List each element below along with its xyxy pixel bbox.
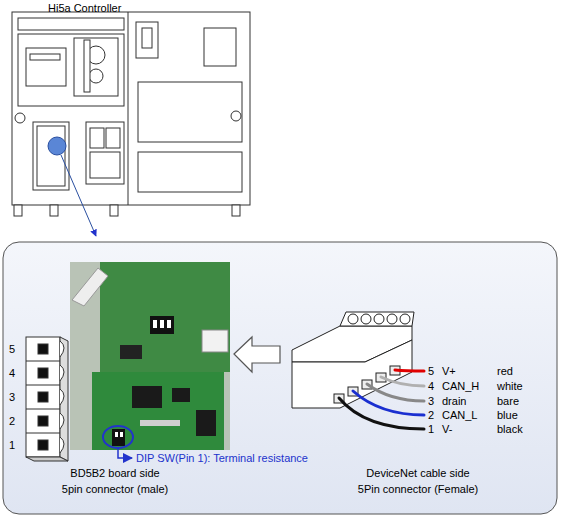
connector-caption: 5Pin connector (Female)	[358, 482, 478, 496]
pin-number: 1	[428, 422, 434, 436]
board-photo	[70, 262, 230, 450]
connector-caption: 5pin connector (male)	[62, 482, 168, 496]
wire-color: black	[497, 422, 523, 436]
connector-caption: DeviceNet cable side	[366, 466, 469, 480]
signal-name: V+	[442, 364, 456, 378]
cable-wires	[339, 370, 424, 429]
direction-arrow	[234, 337, 280, 372]
dip-leader	[118, 448, 132, 458]
pin-number: 2	[9, 414, 15, 428]
signal-name: CAN_H	[442, 379, 479, 393]
pin-number: 2	[428, 408, 434, 422]
wire-color: red	[497, 364, 513, 378]
connector-caption: BD5B2 board side	[70, 466, 159, 480]
pin-number: 1	[9, 438, 15, 452]
signal-name: V-	[442, 422, 452, 436]
leader-line	[61, 155, 96, 236]
female-connector	[292, 312, 414, 408]
callout-note: DIP SW(Pin 1): Terminal resistance	[136, 451, 308, 465]
pin-number: 5	[428, 364, 434, 378]
pin-number: 3	[9, 390, 15, 404]
pin-number: 4	[428, 379, 434, 393]
pin-number: 4	[9, 366, 15, 380]
board-location-mark	[48, 137, 66, 155]
signal-name: drain	[442, 394, 466, 408]
wire-color: white	[497, 379, 523, 393]
controller-cabinet	[12, 12, 250, 216]
wire-color: bare	[497, 394, 519, 408]
signal-name: CAN_L	[442, 408, 477, 422]
pin-number: 3	[428, 394, 434, 408]
controller-title: Hi5a Controller	[48, 1, 121, 15]
pin-number: 5	[9, 342, 15, 356]
male-connector	[26, 337, 68, 461]
wire-color: blue	[497, 408, 518, 422]
detail-panel	[3, 242, 557, 514]
